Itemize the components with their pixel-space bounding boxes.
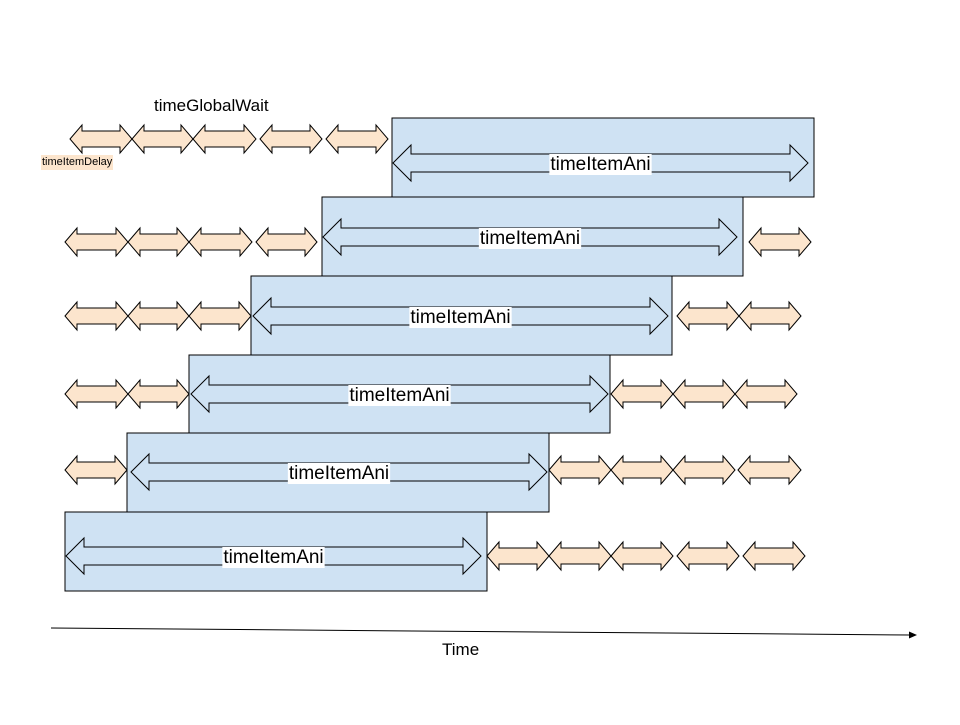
delay-arrow-icon (548, 454, 612, 486)
ani-label-bg (409, 307, 512, 328)
delay-arrow-icon (188, 226, 253, 258)
delay-arrow-icon (64, 226, 129, 258)
delay-arrow-icon (188, 300, 252, 332)
delay-arrow-icon (610, 454, 674, 486)
delay-arrow-icon (192, 123, 257, 155)
delay-arrow-icon (676, 300, 740, 332)
ani-label: timeItemAni (410, 307, 510, 328)
ani-label: timeItemAni (550, 154, 650, 175)
ani-label-bg (287, 463, 391, 484)
delay-arrow-icon (548, 540, 612, 572)
delay-arrow-icon (676, 540, 740, 572)
delay-arrow-icon (69, 123, 133, 155)
delay-arrow-icon (610, 540, 674, 572)
time-axis-label: Time (442, 640, 480, 659)
delay-arrow-icon (64, 378, 129, 410)
delay-arrow-icon (734, 378, 798, 410)
time-axis-arrowhead-icon (909, 631, 917, 639)
ani-label-bg (222, 547, 325, 568)
ani-label-bg (348, 385, 451, 406)
delay-arrow-icon (127, 378, 190, 410)
delay-arrow-icon (610, 378, 674, 410)
ani-label: timeItemAni (349, 385, 449, 406)
ani-label: timeItemAni (223, 547, 323, 568)
delay-arrow-icon (672, 454, 736, 486)
delay-arrow-icon (672, 378, 736, 410)
delay-arrow-icon (738, 300, 802, 332)
time-axis-line (50, 627, 911, 636)
delay-arrow-icon (486, 540, 550, 572)
item-delay-label: timeItemDelay (41, 155, 114, 170)
delay-arrow-icon (127, 300, 190, 332)
delay-arrow-icon (255, 226, 318, 258)
global-wait-label: timeGlobalWait (154, 96, 269, 115)
ani-label-bg (549, 154, 652, 175)
ani-label: timeItemAni (480, 228, 580, 249)
delay-arrow-icon (127, 226, 190, 258)
delay-arrow-icon (748, 226, 812, 258)
delay-arrow-icon (131, 123, 194, 155)
delay-arrow-icon (64, 454, 128, 486)
ani-label-bg (478, 228, 582, 249)
delay-arrow-icon (737, 454, 802, 486)
ani-label: timeItemAni (289, 463, 389, 484)
delay-arrow-icon (325, 123, 389, 155)
delay-arrow-icon (742, 540, 806, 572)
delay-arrow-icon (64, 300, 129, 332)
delay-arrow-icon (259, 123, 323, 155)
